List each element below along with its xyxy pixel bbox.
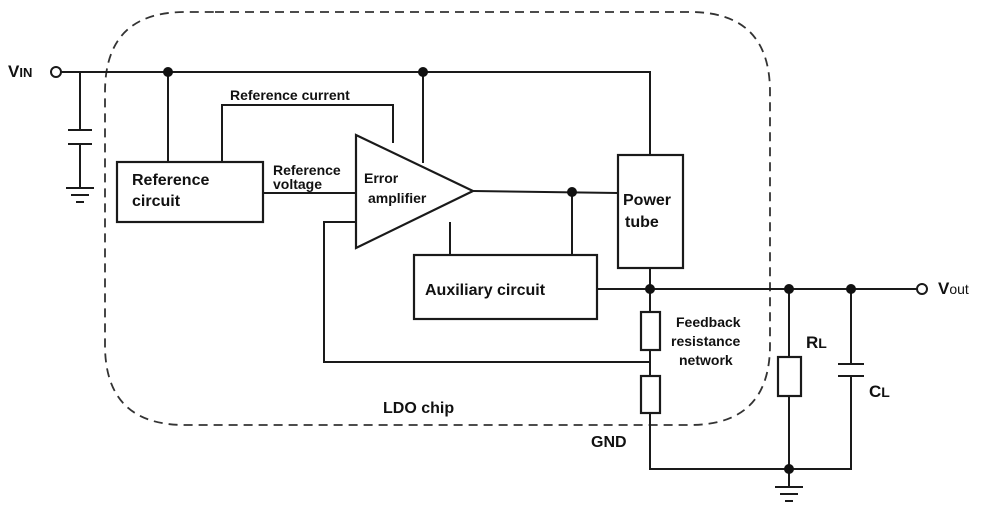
- auxiliary-circuit-block: [412, 253, 599, 321]
- feedback-label-2: resistance: [671, 333, 740, 349]
- reference-circuit-label-2: circuit: [132, 193, 181, 210]
- junction-dot: [645, 284, 655, 294]
- auxiliary-circuit-label: Auxiliary circuit: [425, 282, 546, 299]
- reference-current-wire: [221, 104, 394, 162]
- gnd-label: GND: [591, 434, 627, 451]
- vin-rail: [61, 71, 651, 155]
- vout-terminal: [916, 283, 928, 295]
- error-amplifier-triangle: [354, 133, 476, 250]
- junction-dot: [784, 284, 794, 294]
- reference-circuit-block: [115, 160, 265, 224]
- reference-voltage-label-1: Reference: [273, 162, 341, 178]
- power-tube-label-2: tube: [625, 214, 659, 231]
- feedback-label-1: Feedback: [676, 314, 741, 330]
- reference-voltage-label-2: voltage: [273, 176, 322, 192]
- ldo-chip-boundary: [104, 11, 771, 426]
- feedback-label-3: network: [679, 352, 733, 368]
- vin-terminal: [50, 66, 62, 78]
- power-tube-block: [616, 153, 685, 270]
- junction-dot: [846, 284, 856, 294]
- input-capacitor: [68, 129, 92, 145]
- output-ground-symbol: [775, 486, 803, 502]
- feedback-loop-wire: [323, 221, 650, 363]
- reference-circuit-label-1: Reference: [132, 172, 209, 189]
- junction-dot: [163, 67, 173, 77]
- junction-dot: [567, 187, 577, 197]
- junction-dot: [418, 67, 428, 77]
- junction-dot: [784, 464, 794, 474]
- error-amplifier-label-1: Error: [364, 170, 399, 186]
- cl-label: CL: [869, 382, 890, 401]
- ldo-chip-label: LDO chip: [383, 400, 454, 417]
- rl-label: RL: [806, 333, 827, 352]
- feedback-resistor-lower: [639, 374, 662, 415]
- input-ground-symbol: [66, 187, 94, 203]
- feedback-resistor-upper: [639, 310, 662, 352]
- load-resistor: [776, 355, 803, 398]
- vin-label: VIN: [8, 62, 32, 81]
- vout-label: Vout: [938, 279, 969, 298]
- load-capacitor: [838, 363, 864, 377]
- reference-current-label: Reference current: [230, 87, 350, 103]
- error-amplifier-label-2: amplifier: [368, 190, 427, 206]
- power-tube-label-1: Power: [623, 192, 671, 209]
- amplifier-output-wire: [472, 190, 619, 194]
